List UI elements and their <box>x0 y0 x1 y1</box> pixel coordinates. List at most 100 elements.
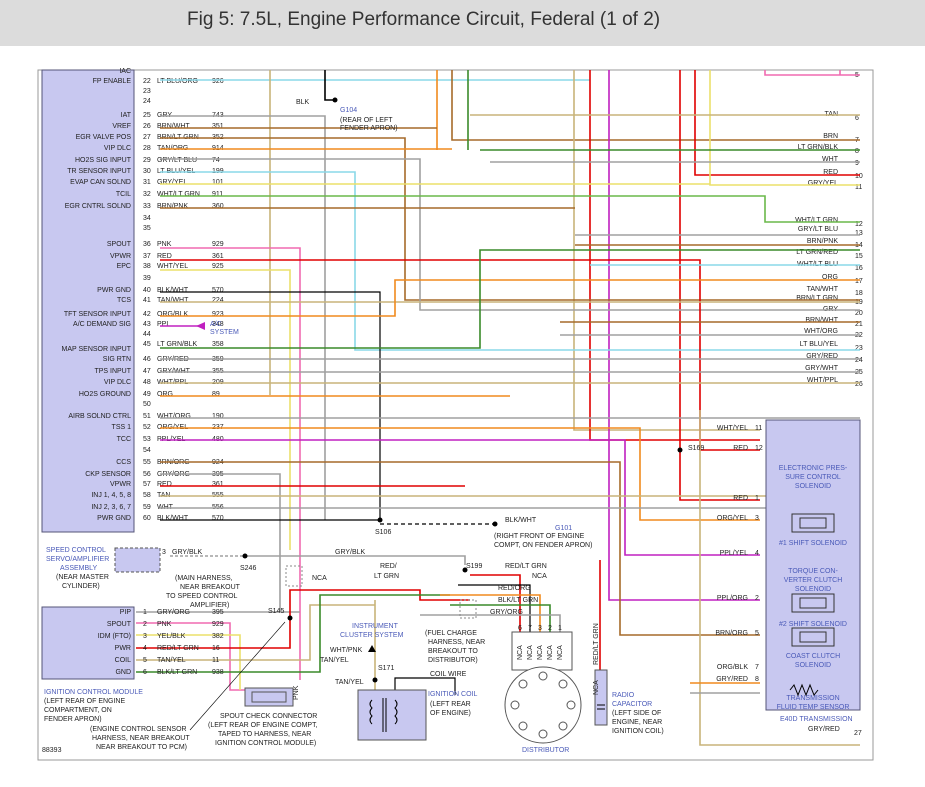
pcm-pin-label: IAT <box>121 112 132 119</box>
label-speed-2: SERVO/AMPLIFIER <box>46 556 109 563</box>
pcm-pin-label: EGR VALVE POS <box>76 134 132 141</box>
ground-g104-dot <box>332 97 338 103</box>
right-pin-number: 13 <box>855 230 863 237</box>
label-figure-id: 88393 <box>42 747 62 754</box>
right-pin-wire: BRN <box>823 133 838 140</box>
pcm-pin-circuit: 929 <box>212 241 224 248</box>
pcm-pin-wire: GRY/YEL <box>157 179 187 186</box>
trans-pin-wire: RED <box>733 495 748 502</box>
wire-36 <box>160 247 301 680</box>
right-pin-wire: GRY/WHT <box>805 365 839 372</box>
label-radio-note-2: ENGINE, NEAR <box>612 719 662 726</box>
wire-25-gry <box>160 115 326 520</box>
distributor-terminals <box>510 671 576 739</box>
splice-s169 <box>677 447 683 453</box>
splice-s145 <box>287 615 293 621</box>
label-tanyel: TAN/YEL <box>320 657 349 664</box>
label-engctrl-note-2: HARNESS, NEAR BREAKOUT <box>92 735 190 742</box>
pcm-pin-number: 37 <box>143 253 151 260</box>
pcm-pin-number: 29 <box>143 157 151 164</box>
label-tanyel2: TAN/YEL <box>335 679 364 686</box>
transmission-component-label: #2 SHIFT SOLENOID <box>779 621 847 628</box>
wire-42 <box>160 279 860 317</box>
transmission-component-label: #1 SHIFT SOLENOID <box>779 540 847 547</box>
label-inst-2: CLUSTER SYSTEM <box>340 632 404 639</box>
solenoid-icon <box>791 593 835 613</box>
icm-pin-number: 5 <box>143 657 147 664</box>
right-pin-wire: ORG <box>822 274 838 281</box>
label-ign-coil-note-2: OF ENGINE) <box>430 710 471 717</box>
wire-32 <box>160 195 860 223</box>
right-pin-number: 11 <box>855 184 862 191</box>
wire-dist-blkltgrn <box>450 604 551 632</box>
connector-fuel <box>459 599 477 619</box>
right-pin-wire: WHT/LT GRN <box>795 217 838 224</box>
pcm-pin-label: VPWR <box>110 481 131 488</box>
pcm-pin-circuit: 89 <box>212 391 220 398</box>
wire-vert-purple <box>608 70 760 601</box>
instrument-arrow-icon <box>368 645 376 652</box>
pcm-pin-number: 27 <box>143 134 151 141</box>
pcm-pin-label: VIP DLC <box>104 145 131 152</box>
wire-red-10 <box>694 70 860 176</box>
icm-pin-circuit: 382 <box>212 633 224 640</box>
label-red-ltgrn-b: RED/LT GRN <box>505 563 547 570</box>
distributor-pin-number: 1 <box>558 625 562 632</box>
right-pin-number: 6 <box>855 115 859 122</box>
label-g104-note-1: (REAR OF LEFT <box>340 117 393 124</box>
pcm-pin-label: SPOUT <box>107 241 132 248</box>
pcm-pin-number: 59 <box>143 504 151 511</box>
leader-line <box>189 621 286 731</box>
label-nca-vertical: NCA <box>593 680 600 695</box>
label-inst-1: INSTRUMENT <box>352 623 399 630</box>
pcm-pin-number: 60 <box>143 515 151 522</box>
pcm-pin-circuit: 348 <box>212 321 224 328</box>
trans-pin-number: 1 <box>755 495 759 502</box>
label-pnk: PNK <box>293 685 300 700</box>
distributor-pin-nca: NCA <box>547 645 554 660</box>
pcm-pin-wire: LT BLU/ORG <box>157 78 198 85</box>
transmission-component-label: COAST CLUTCH <box>786 653 840 660</box>
label-g104-note-2: FENDER APRON) <box>340 125 398 132</box>
label-s246-note-2: NEAR BREAKOUT <box>180 584 241 591</box>
transmission-component-label: FLUID TEMP SENSOR <box>777 704 850 711</box>
pcm-pin-wire: PNK <box>157 241 172 248</box>
distributor-pin-nca: NCA <box>557 645 564 660</box>
pcm-pin-label: CKP SENSOR <box>85 471 131 478</box>
pcm-pin-number: 50 <box>143 401 151 408</box>
splice-s199 <box>462 567 468 573</box>
pcm-pin-wire: WHT/LT GRN <box>157 191 200 198</box>
pcm-pin-number: 46 <box>143 356 151 363</box>
label-blk: BLK <box>296 99 310 106</box>
distributor-pin-number: 3 <box>538 625 542 632</box>
wire-55 <box>160 461 760 636</box>
icm-pin-circuit: 929 <box>212 621 224 628</box>
right-pin-number: 20 <box>855 310 863 317</box>
label-s246: S246 <box>240 565 256 572</box>
pcm-pin-number: 39 <box>143 275 151 282</box>
label-speed-pin: 3 <box>162 549 166 556</box>
transmission-component-label: TRANSMISSION <box>786 695 839 702</box>
pcm-pin-number: 43 <box>143 321 151 328</box>
wire-coil <box>394 677 456 695</box>
right-pin-wire: BRN/PNK <box>807 238 838 245</box>
label-g101: G101 <box>555 525 572 532</box>
transmission-component-label: SOLENOID <box>795 483 831 490</box>
pcm-pin-wire: WHT/ORG <box>157 413 191 420</box>
trans-pin-wire: ORG/BLK <box>717 664 748 671</box>
solenoid-coil-icon <box>799 631 827 643</box>
pcm-pin-wire: PPL <box>157 321 170 328</box>
pcm-pin-wire: WHT/YEL <box>157 263 188 270</box>
figure-title: Fig 5: 7.5L, Engine Performance Circuit,… <box>187 9 661 30</box>
label-s169: S169 <box>688 445 704 452</box>
label-s199: S199 <box>466 563 482 570</box>
pcm-pin-number: 31 <box>143 179 151 186</box>
pcm-box <box>41 69 135 533</box>
pcm-pin-number: 44 <box>143 331 151 338</box>
distributor-pin-number: 7 <box>528 625 532 632</box>
pcm-pin-circuit: 570 <box>212 287 224 294</box>
distributor-pin-nca: NCA <box>537 645 544 660</box>
label-ac-1: A/C <box>210 321 222 328</box>
pcm-pin-number: 56 <box>143 471 151 478</box>
wire-dist-gryorg <box>420 614 561 632</box>
